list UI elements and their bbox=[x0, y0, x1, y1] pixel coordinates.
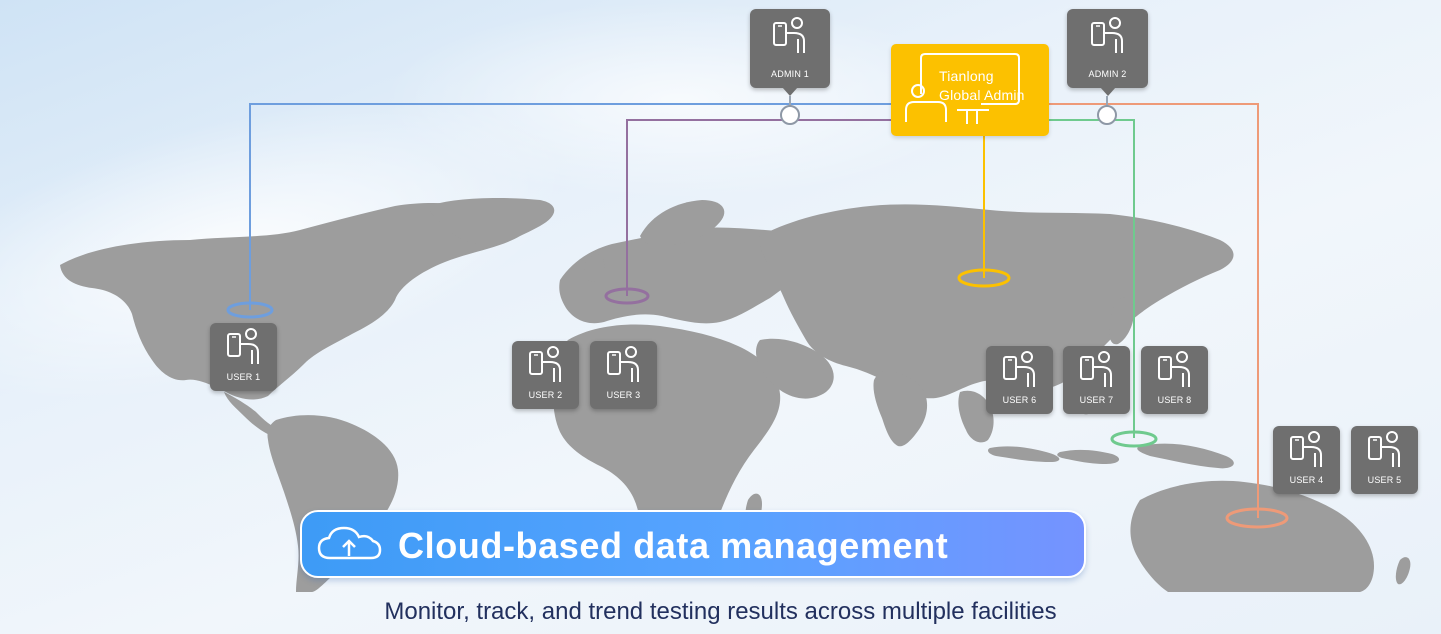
admin-2-card: ADMIN 2 bbox=[1067, 9, 1148, 96]
phone-user-icon bbox=[1079, 351, 1112, 387]
location-marker-southeast-asia bbox=[1110, 430, 1158, 448]
connection-line-oceania bbox=[1049, 103, 1259, 518]
connection-line-europe bbox=[626, 119, 891, 296]
admin-1-label: ADMIN 1 bbox=[771, 69, 809, 79]
phone-user-icon bbox=[1002, 351, 1035, 387]
connection-line-southeast-asia bbox=[1049, 119, 1135, 438]
cloud-upload-icon bbox=[317, 526, 382, 560]
card-pointer bbox=[782, 87, 798, 96]
continent-greenland bbox=[429, 198, 555, 245]
phone-user-icon bbox=[1289, 431, 1322, 467]
phone-user-icon bbox=[773, 17, 805, 53]
user-7-card: USER 7 bbox=[1063, 346, 1130, 414]
card-pointer bbox=[1099, 87, 1116, 96]
user-6-label: USER 6 bbox=[1002, 395, 1037, 405]
user-3-label: USER 3 bbox=[606, 390, 641, 400]
phone-user-icon bbox=[1090, 17, 1123, 53]
location-marker-europe bbox=[604, 287, 650, 305]
phone-user-icon bbox=[1157, 351, 1190, 387]
admin-1-card: ADMIN 1 bbox=[750, 9, 830, 96]
connection-line-americas bbox=[249, 103, 891, 310]
subtitle: Monitor, track, and trend testing result… bbox=[384, 598, 1057, 625]
continent-uk bbox=[584, 254, 605, 282]
admin1-junction bbox=[780, 105, 800, 125]
user-5-card: USER 5 bbox=[1351, 426, 1418, 494]
continent-japan bbox=[1109, 297, 1134, 345]
user-7-label: USER 7 bbox=[1079, 395, 1114, 405]
global-admin-title-line1: Tianlong bbox=[939, 68, 994, 84]
location-marker-asia bbox=[957, 268, 1011, 288]
user-1-card: USER 1 bbox=[210, 323, 277, 391]
global-admin-card: Tianlong Global Admin bbox=[891, 44, 1049, 136]
admin2-junction bbox=[1097, 105, 1117, 125]
user-8-label: USER 8 bbox=[1157, 395, 1192, 405]
user-2-label: USER 2 bbox=[528, 390, 563, 400]
continent-australia bbox=[1130, 480, 1374, 592]
phone-user-icon bbox=[606, 346, 639, 382]
continent-scandinavia bbox=[640, 200, 725, 247]
admin-2-label: ADMIN 2 bbox=[1088, 69, 1127, 79]
global-admin-title-line2: Global Admin bbox=[939, 87, 1025, 103]
continent-north-america bbox=[60, 203, 537, 400]
phone-user-icon bbox=[1367, 431, 1400, 467]
continent-central-america bbox=[224, 392, 280, 437]
user-5-label: USER 5 bbox=[1367, 475, 1402, 485]
continent-asia bbox=[759, 204, 1234, 399]
banner-title: Cloud-based data management bbox=[398, 525, 949, 566]
phone-user-icon bbox=[226, 328, 259, 364]
location-marker-oceania bbox=[1225, 507, 1289, 529]
continent-india bbox=[873, 371, 928, 447]
user-6-card: USER 6 bbox=[986, 346, 1053, 414]
continent-arabia bbox=[756, 338, 834, 399]
user-3-card: USER 3 bbox=[590, 341, 657, 409]
phone-user-icon bbox=[528, 346, 561, 382]
background-haze bbox=[380, 0, 980, 200]
user-4-label: USER 4 bbox=[1289, 475, 1324, 485]
admin-monitor-icon bbox=[905, 53, 1020, 124]
location-marker-americas bbox=[226, 301, 274, 319]
location-markers bbox=[226, 268, 1289, 529]
user-8-card: USER 8 bbox=[1141, 346, 1208, 414]
user-2-card: USER 2 bbox=[512, 341, 579, 409]
continent-europe bbox=[559, 227, 815, 324]
continent-southeast-asia bbox=[958, 390, 994, 443]
user-1-label: USER 1 bbox=[226, 372, 261, 382]
user-4-card: USER 4 bbox=[1273, 426, 1340, 494]
cloud-data-banner: Cloud-based data management bbox=[300, 510, 1086, 578]
connection-lines bbox=[249, 96, 1259, 518]
continent-indonesia bbox=[988, 446, 1060, 462]
